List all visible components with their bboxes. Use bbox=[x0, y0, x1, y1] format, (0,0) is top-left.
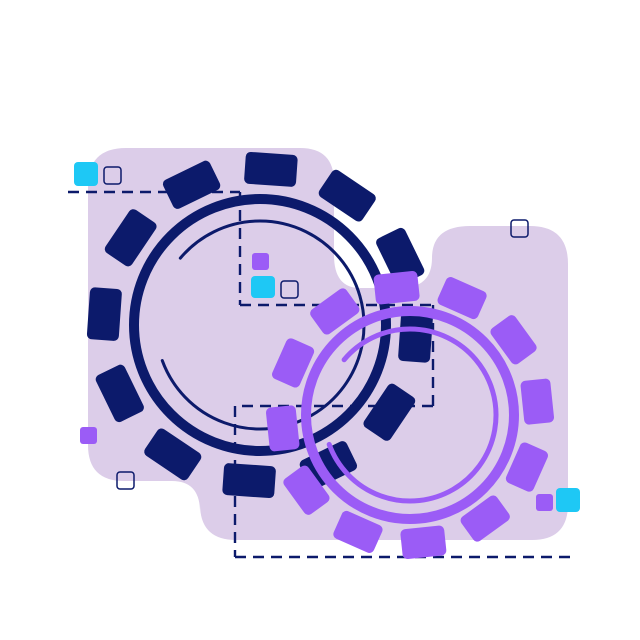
gear-inner-ring bbox=[326, 326, 499, 504]
gear-tooth bbox=[333, 510, 383, 553]
gear-tooth bbox=[363, 383, 416, 441]
gear-tooth bbox=[95, 364, 144, 423]
gear-tooth bbox=[460, 495, 510, 542]
gear-tooth bbox=[144, 428, 202, 481]
outline-square-top-right bbox=[510, 219, 529, 238]
purple-square-bottom-right bbox=[536, 494, 553, 511]
gear-tooth bbox=[162, 160, 221, 209]
gear-tooth bbox=[400, 525, 447, 560]
gear-tooth bbox=[222, 463, 276, 499]
gear-tooth bbox=[318, 169, 376, 222]
gear-tooth bbox=[505, 442, 548, 492]
gear-tooth bbox=[310, 288, 360, 335]
cyan-square-center bbox=[251, 276, 275, 298]
purple-gear bbox=[265, 270, 555, 560]
gear-tooth bbox=[272, 338, 315, 388]
cyan-square-bottom-right bbox=[556, 488, 580, 512]
gear-tooth bbox=[520, 378, 555, 425]
purple-square-left bbox=[80, 427, 97, 444]
outline-square-center bbox=[280, 280, 299, 299]
gear-tooth bbox=[244, 151, 298, 187]
purple-square-center bbox=[252, 253, 269, 270]
gear-tooth bbox=[373, 270, 420, 305]
cyan-square-top-left bbox=[74, 162, 98, 186]
gear-tooth bbox=[490, 315, 537, 365]
gear-tooth bbox=[437, 277, 487, 320]
outline-square-top-left bbox=[103, 166, 122, 185]
gear-tooth bbox=[283, 465, 330, 515]
gear-ring bbox=[301, 306, 519, 524]
gear-tooth bbox=[398, 309, 434, 363]
outline-square-bottom-left bbox=[116, 471, 135, 490]
gear-tooth bbox=[104, 209, 157, 267]
gear-tooth bbox=[376, 227, 425, 286]
gear-tooth bbox=[265, 405, 300, 452]
gear-ring bbox=[129, 194, 391, 456]
gear-tooth bbox=[86, 287, 122, 341]
